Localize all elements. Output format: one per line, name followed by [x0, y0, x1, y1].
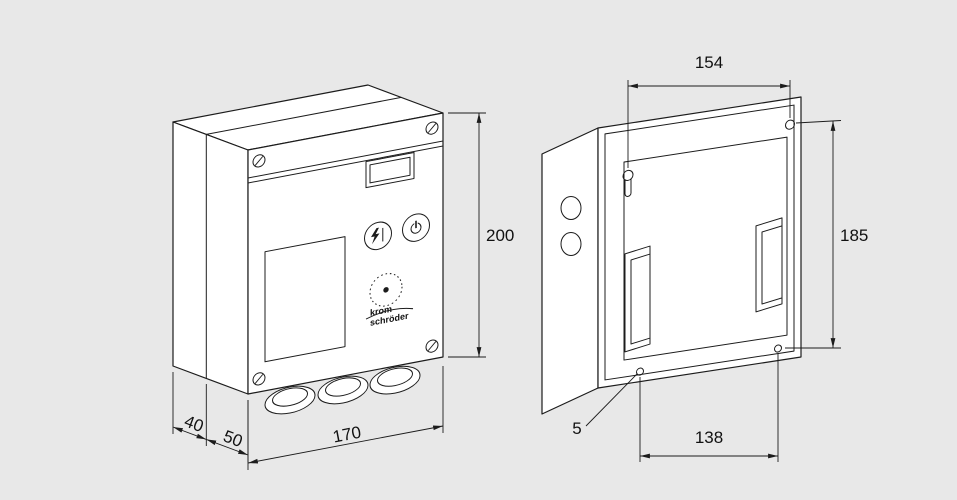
screw-icon [425, 339, 439, 353]
reset-button [364, 221, 392, 251]
dim-height-185: 185 [785, 120, 868, 349]
logo-swoosh [365, 307, 414, 320]
mount-hole-bottom-right [774, 344, 782, 353]
dim-width-label: 170 [331, 423, 362, 447]
cable-glands [264, 365, 421, 415]
corner-screws [252, 121, 439, 386]
reset-lightning-icon [371, 227, 380, 245]
din-slot-left [624, 245, 651, 353]
rear-box [541, 96, 802, 415]
back-panel-contour [623, 136, 788, 361]
keyhole-mount [622, 169, 634, 197]
dim-depth-front-label: 50 [221, 427, 245, 451]
dim-5-label: 5 [572, 419, 581, 438]
knockout-hole-2 [560, 232, 582, 256]
inner-rim [604, 104, 795, 381]
rear-front-face [597, 96, 802, 389]
panel-seam-1 [248, 140, 443, 179]
screw-icon [252, 154, 266, 168]
front-panel-display [365, 151, 415, 189]
rear-view: 154 185 138 5 [541, 53, 868, 462]
rear-interior [604, 104, 795, 381]
front-view: krom schröder 200 170 40 50 [172, 84, 514, 470]
front-view-box [172, 84, 444, 395]
dim-width-154: 154 [627, 53, 791, 168]
dim-hole-5: 5 [572, 373, 638, 438]
dim-154-label: 154 [695, 53, 723, 72]
power-button [402, 213, 430, 242]
dim-height-200: 200 [448, 112, 514, 358]
mount-hole-top-right [785, 119, 795, 130]
dim-138-label: 138 [695, 428, 723, 447]
rear-side-face [541, 127, 599, 415]
screw-icon [425, 121, 439, 135]
type-label-area [264, 236, 346, 363]
dim-width-138: 138 [639, 354, 779, 462]
din-slot-right [755, 217, 783, 313]
power-icon [410, 220, 422, 234]
knockout-holes [560, 196, 582, 256]
dim-depth-rear-label: 40 [182, 412, 206, 436]
screw-icon [252, 372, 266, 386]
knockout-hole-1 [560, 196, 582, 220]
center-dot [383, 287, 389, 293]
housing-seam-top [206, 96, 402, 135]
panel-seam-2 [248, 145, 443, 184]
box-side-face [172, 121, 249, 395]
front-panel: krom schröder [248, 121, 443, 415]
mount-hole-bottom-left [636, 367, 644, 376]
dim-height-label: 200 [486, 226, 514, 245]
dim-185-label: 185 [840, 226, 868, 245]
dim-width-170: 170 [247, 366, 444, 470]
